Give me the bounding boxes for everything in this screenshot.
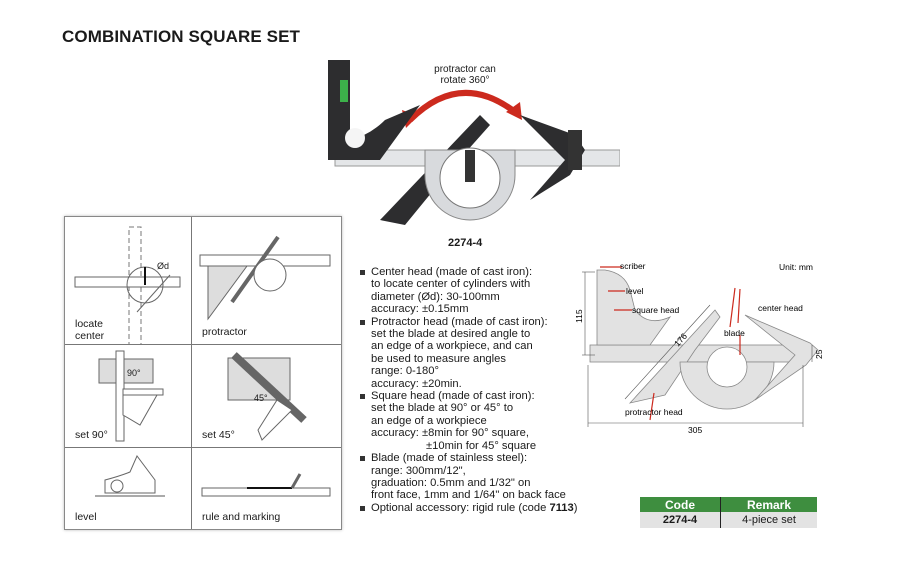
spec-center-head: Center head (made of cast iron): to loca… [358,266,598,316]
spec-line: set the blade at 90° or 45° to [371,402,514,415]
code-table: Code Remark 2274-4 4-piece set [640,497,817,528]
rotate-arrow-icon [407,89,517,123]
spec-line: diameter (Ød): 30-100mm [371,290,500,303]
label-blade: blade [724,328,745,338]
app-label: locate center [75,318,104,342]
center-head-shape [744,314,819,401]
spec-line: Blade (made of stainless steel): [371,452,528,465]
spec-line: graduation: 0.5mm and 1/32" on [371,476,531,489]
spec-line: range: 300mm/12", [371,464,466,477]
dim-height: 115 [574,309,584,323]
spec-line: an edge of a workpiece, and can [371,340,533,353]
app-label: rule and marking [202,511,280,523]
dim-length: 305 [688,425,702,435]
cell-remark: 4-piece set [720,512,817,528]
header-code: Code [640,497,721,512]
app-set-45: 45° set 45° [192,345,341,448]
angle-45: 45° [254,393,268,403]
square-head-image [328,60,420,160]
spec-line: Square head (made of cast iron): [371,390,535,403]
spec-line: range: 0-180° [371,365,439,378]
spec-line: accuracy: ±0.15mm [371,303,469,316]
spec-protractor-head: Protractor head (made of cast iron): set… [358,316,598,390]
app-protractor: protractor [192,217,341,345]
label-center-head: center head [758,303,803,313]
spec-line: to locate center of cylinders with [371,278,531,291]
angle-90: 90° [127,368,141,378]
app-label: level [75,511,97,523]
app-label: protractor [202,326,247,338]
diameter-symbol: Ød [157,261,170,271]
dim-blade-width: 25 [814,349,824,359]
rotate-note-line: protractor can [434,64,496,75]
unit-label: Unit: mm [779,262,813,272]
spec-line: accuracy: ±8min for 90° square, [371,427,529,440]
spec-square-head: Square head (made of cast iron): set the… [358,390,598,452]
spec-line: an edge of a workpiece [371,414,487,427]
label-level: level [626,286,644,296]
header-remark: Remark [720,497,817,512]
square-head-shape [596,269,672,346]
app-label-line: level [75,511,97,523]
label-scriber: scriber [620,261,646,271]
app-label: set 45° [202,429,235,441]
app-set-90: 90° set 90° [65,345,192,448]
label-protractor-head: protractor head [625,407,683,417]
app-label-line: rule and marking [202,511,281,523]
app-label-line: center [75,330,105,342]
page-title: COMBINATION SQUARE SET [62,27,301,46]
product-photo [328,60,620,225]
table-header-row: Code Remark [640,497,817,512]
rotate-note: protractor can rotate 360° [410,64,520,86]
spec-line: set the blade at desired angle to [371,328,531,341]
app-label-line: protractor [202,326,247,338]
app-label: set 90° [75,429,108,441]
app-label-line: set 90° [75,429,108,441]
label-square-head: square head [632,305,680,315]
spec-optional-accessory: Optional accessory: rigid rule (code 711… [358,502,598,514]
spec-blade: Blade (made of stainless steel): range: … [358,452,598,502]
model-label: 2274-4 [448,237,483,249]
rotate-note-line: rotate 360° [440,75,490,86]
app-label-line: locate [75,318,104,330]
accessory-code: 7113 [549,501,574,514]
spec-line: front face, 1mm and 1/64" on back face [371,489,566,502]
spec-line: ) [573,501,578,514]
dimension-drawing: scriber level square head center head bl… [574,261,824,435]
spec-line: Optional accessory: rigid rule (code [371,501,550,514]
spec-line: ±10min for 45° square [426,439,537,452]
spec-line: Center head (made of cast iron): [371,266,533,278]
app-level: level [65,448,192,529]
spec-line: Protractor head (made of cast iron): [371,315,548,328]
table-row: 2274-4 4-piece set [640,512,817,528]
app-label-line: set 45° [202,429,235,441]
cell-code: 2274-4 [640,512,721,528]
specifications-list: Center head (made of cast iron): to loca… [358,266,598,514]
applications-grid: Ød locate center protractor 90° set 90° [64,216,342,530]
spec-line: accuracy: ±20min. [371,377,462,390]
app-rule-marking: rule and marking [192,448,341,529]
app-locate-center: Ød locate center [65,217,192,345]
protractor-head-shape [628,309,721,404]
spec-line: be used to measure angles [371,352,506,365]
